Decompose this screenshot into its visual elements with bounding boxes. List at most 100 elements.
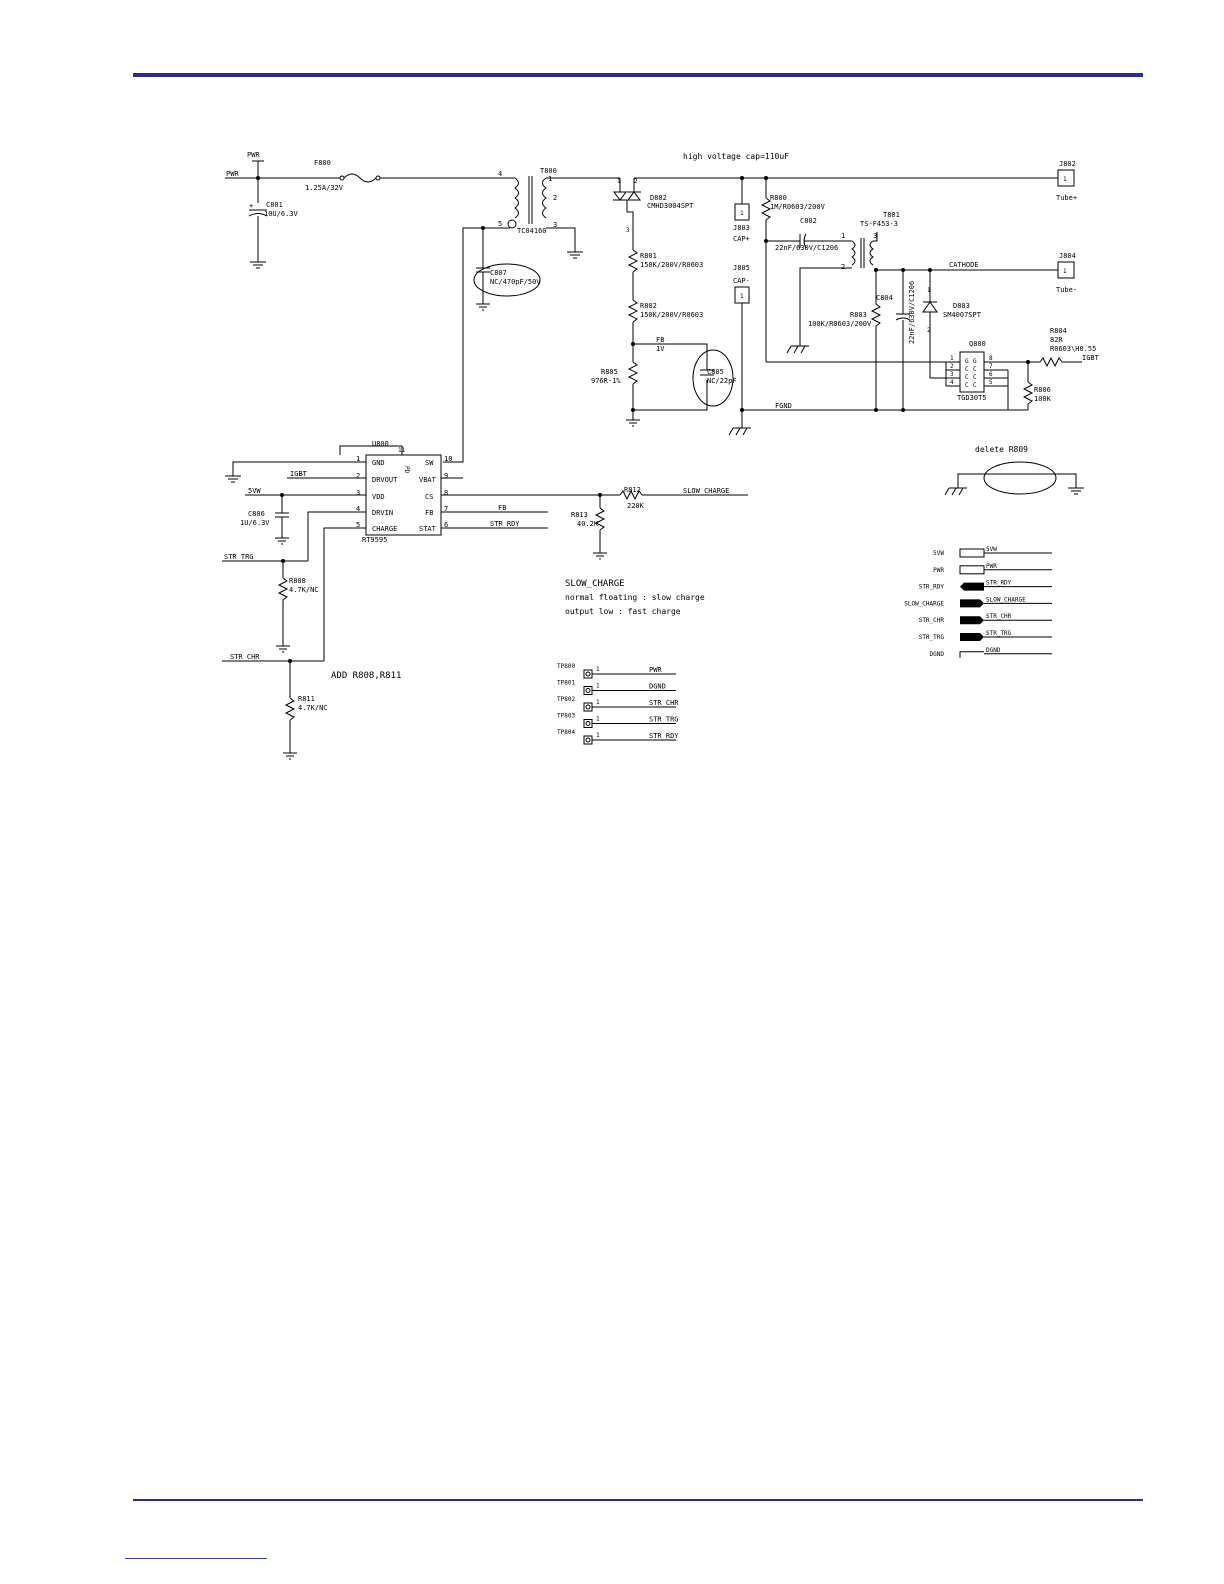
u800-pin10-name: SW [425, 459, 434, 467]
testpoint-ref: TP804 [557, 729, 575, 736]
t801-transformer: T801 TS-F453-3 1 3 2 [786, 211, 900, 354]
fb-voltage: 1V [656, 345, 665, 353]
pwr-net-label: PWR [226, 170, 239, 178]
t800-pin4: 4 [498, 170, 502, 178]
q800-emit-2: C [973, 366, 977, 373]
r801-ref: R801 [640, 252, 657, 260]
d802-pin3: 3 [626, 227, 630, 234]
j802-label: Tube+ [1056, 194, 1077, 202]
delete-r809-ellipse [983, 461, 1057, 495]
d803-ref: D803 [953, 302, 970, 310]
port-output-arrow [960, 616, 984, 625]
c801-value: 10U/6.3V [264, 210, 299, 218]
t800-pin2: 2 [553, 194, 557, 202]
testpoint-pin: 1 [596, 666, 600, 673]
r800-resistor [760, 197, 772, 221]
port-output-arrow [960, 633, 984, 641]
testpoint-ref: TP802 [557, 696, 575, 703]
j805-pin: 1 [740, 293, 744, 300]
frame-ground-symbol [786, 345, 792, 354]
r802-value: 150K/200V/R0603 [640, 311, 703, 319]
q800-pin5: 5 [989, 379, 993, 386]
d803-pin2: 2 [927, 327, 931, 334]
fb-label: FB [498, 504, 506, 512]
testpoint-net: STR_TRG [649, 716, 679, 724]
r802-resistor [627, 299, 639, 323]
testpoint-pin: 1 [596, 732, 600, 739]
fb-node-wire [633, 343, 708, 370]
port-label: SLOW_CHARGE [904, 600, 944, 607]
testpoint-pad-hole [585, 704, 591, 710]
q800-pin6: 6 [989, 371, 993, 378]
c805-ref: C805 [707, 368, 724, 376]
d802-diode [627, 191, 641, 201]
u800-pin2-name: DRVOUT [372, 476, 398, 484]
t801-ref: T801 [883, 211, 900, 219]
t801-output-wire [873, 232, 878, 242]
u800-pin7-name: FB [425, 509, 433, 517]
u800-pin1-num: 1 [356, 455, 360, 463]
testpoint-pad [583, 719, 593, 728]
r800-value: 1M/R0603/200V [770, 203, 826, 211]
str-trg-label: STR_TRG [224, 553, 254, 561]
r813-value: 40.2K [577, 520, 599, 528]
f800-ref: F800 [314, 159, 331, 167]
q800-gate-3: C [965, 374, 969, 381]
high-voltage-note: high voltage cap=110uF [683, 152, 789, 161]
d803-pin1: 1 [927, 287, 931, 294]
c802-ref: C802 [800, 217, 817, 225]
j803-label: CAP+ [733, 235, 750, 243]
c805-ground-wire [633, 380, 708, 411]
q800-pin8: 8 [989, 355, 993, 362]
t800-transformer: 4 5 T800 1 2 3 TC04160 C807 [443, 167, 620, 463]
testpoint-net: PWR [649, 666, 662, 674]
r804-value: 82R [1050, 336, 1063, 344]
t801-part: TS-F453-3 [860, 220, 898, 228]
testpoint-pin: 1 [596, 683, 600, 690]
f800-fuse-symbol [343, 173, 377, 183]
q800-gate-4: C [965, 382, 969, 389]
testpoint-pad [583, 702, 593, 712]
t801-pin2: 2 [841, 263, 845, 271]
r803-value: 100K/R0603/200V [808, 320, 872, 328]
q800-emit-4: C [973, 382, 977, 389]
q800-ref: Q800 [969, 340, 986, 348]
q800-emit-1: G [973, 358, 977, 365]
junction-dot [256, 176, 260, 180]
r803-ref: R803 [850, 311, 867, 319]
r812-value: 220K [627, 502, 645, 510]
t800-secondary-winding [542, 177, 547, 219]
t800-ground-wire [546, 227, 576, 252]
q800-pin1: 1 [950, 355, 954, 362]
pwr-top-label: PWR [247, 151, 260, 159]
t800-pin5: 5 [498, 220, 502, 228]
t800-pin3: 3 [553, 221, 557, 229]
r812-ref: R812 [624, 486, 641, 494]
r803-resistor [870, 303, 882, 327]
u800-pin8-num: 8 [444, 489, 448, 497]
c807-value: NC/470pF/50V [490, 278, 541, 286]
c806-value: 1U/6.3V [240, 519, 270, 527]
port-label: STR_CHR [919, 617, 945, 624]
q800-gate-2: C [965, 366, 969, 373]
r804-package: R0603\H0.55 [1050, 345, 1096, 353]
frame-ground-symbol [951, 487, 957, 496]
testpoint-pad [583, 735, 593, 745]
str-rdy-label: STR_RDY [490, 520, 520, 528]
port-net: STR_RDY [986, 580, 1012, 587]
r805-ref: R805 [601, 368, 618, 376]
j805-label: CAP- [733, 277, 750, 285]
t801-pin3: 3 [873, 232, 877, 240]
q800-pin4: 4 [950, 379, 954, 386]
r808-value: 4.7K/NC [289, 586, 319, 594]
cathode-section: 1 J802 Tube+ 1 J804 Tube- CATHODE R803 1… [808, 160, 1077, 412]
d802-diode [613, 191, 627, 201]
f800-terminal [339, 175, 345, 181]
port-net: STR_TRG [986, 630, 1012, 637]
testpoint-pad [583, 686, 593, 695]
port-net: 5VW [986, 546, 997, 553]
port-output-arrow [960, 599, 984, 608]
f800-terminal [375, 175, 381, 181]
q800-pin2: 2 [950, 363, 954, 370]
d802-part: CMHD3004SPT [647, 202, 694, 210]
